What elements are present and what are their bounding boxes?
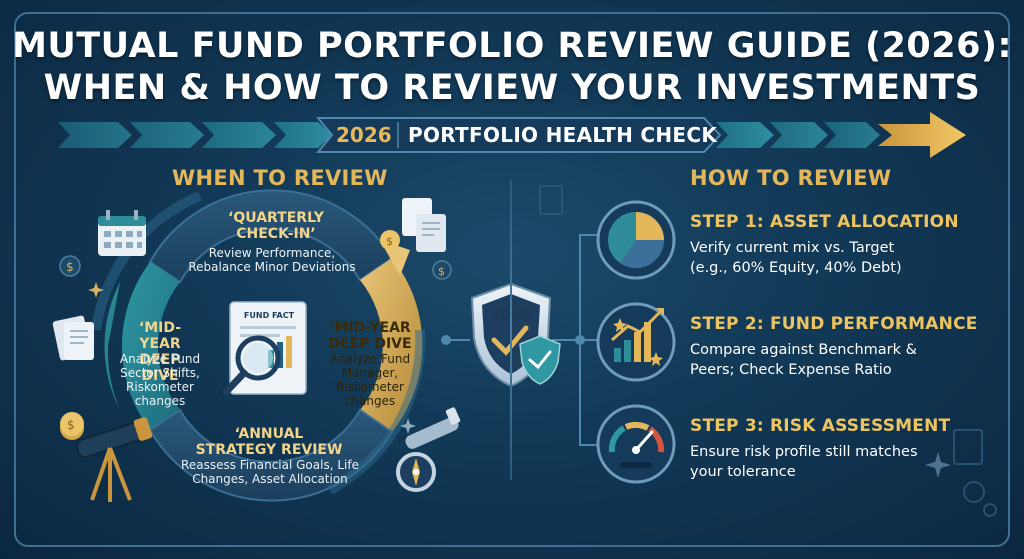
- step-2-title: STEP 2: FUND PERFORMANCE: [690, 314, 978, 334]
- svg-text:$: $: [67, 418, 75, 432]
- telescope-icon-right: [405, 407, 461, 449]
- step-2-desc-line-1: Compare against Benchmark &: [690, 342, 917, 358]
- banner-label: PORTFOLIO HEALTH CHECK: [408, 123, 718, 147]
- banner-plate: [315, 117, 722, 153]
- step-1-desc-line-2: (e.g., 60% Equity, 40% Debt): [690, 260, 902, 276]
- banner-chevrons-right: [716, 122, 880, 148]
- step-2-desc: Compare against Benchmark & Peers; Check…: [690, 340, 990, 380]
- step-1-desc-line-1: Verify current mix vs. Target: [690, 240, 895, 256]
- midyear-left-desc: Analyze Fund Sector Shifts, Riskometer c…: [119, 352, 201, 408]
- fund-fact-label: FUND FACT: [243, 311, 295, 320]
- step-3-desc: Ensure risk profile still matches your t…: [690, 442, 990, 482]
- svg-text:$: $: [66, 260, 74, 274]
- step-3-desc-line-2: your tolerance: [690, 464, 796, 480]
- banner-year: 2026: [336, 123, 392, 147]
- telescope-icon-left: [75, 417, 153, 502]
- midyear-left-title: ‘MID-YEAR DEEP DIVE: [138, 320, 182, 384]
- background-document-icons: [539, 185, 997, 517]
- how-to-review-heading: HOW TO REVIEW: [690, 166, 892, 190]
- review-cycle-ring: [91, 189, 426, 502]
- main-title-line-2: WHEN & HOW TO REVIEW YOUR INVESTMENTS: [43, 68, 981, 108]
- annual-review-title: ‘ANNUAL STRATEGY REVIEW: [195, 426, 343, 458]
- banner-chevrons-left: [58, 122, 332, 148]
- quarterly-checkin-desc: Review Performance, Rebalance Minor Devi…: [188, 246, 356, 274]
- connector-lines: [441, 234, 600, 446]
- dollar-coin-icons: $ $ $ $: [59, 230, 452, 440]
- quarterly-checkin-title: ‘QUARTERLY CHECK-IN’: [228, 210, 324, 242]
- gold-arrow-icon: [878, 112, 966, 158]
- checklist-document-icon: [52, 315, 94, 361]
- calendar-icon: [98, 210, 146, 256]
- gauge-icon: [596, 404, 676, 484]
- main-title-line-1: MUTUAL FUND PORTFOLIO REVIEW GUIDE (2026…: [12, 26, 1012, 66]
- svg-text:$: $: [438, 265, 445, 278]
- svg-text:$: $: [386, 235, 393, 248]
- shield-year: 2026: [490, 305, 532, 323]
- step-3-title: STEP 3: RISK ASSESSMENT: [690, 416, 951, 436]
- document-stack-icon: [402, 198, 446, 252]
- annual-review-desc: Reassess Financial Goals, Life Changes, …: [181, 458, 359, 486]
- when-to-review-heading: WHEN TO REVIEW: [172, 166, 388, 190]
- midyear-right-desc: Analyze Fund Manager, Riskometer changes: [329, 352, 411, 408]
- step-1-title: STEP 1: ASSET ALLOCATION: [690, 212, 959, 232]
- midyear-right-title: ‘MID-YEAR DEEP DIVE: [328, 320, 412, 352]
- step-3-desc-line-1: Ensure risk profile still matches: [690, 444, 918, 460]
- shield-check-icon: [470, 282, 561, 388]
- section-divider: [510, 180, 512, 480]
- growth-chart-icon: [596, 302, 676, 382]
- fund-fact-document-icon: [222, 301, 307, 396]
- sparkle-icons: [88, 282, 951, 478]
- step-2-desc-line-2: Peers; Check Expense Ratio: [690, 362, 892, 378]
- pie-chart-icon: [596, 200, 676, 280]
- outer-frame: [14, 12, 1010, 547]
- compass-icon: [396, 452, 436, 492]
- step-1-desc: Verify current mix vs. Target (e.g., 60%…: [690, 238, 990, 278]
